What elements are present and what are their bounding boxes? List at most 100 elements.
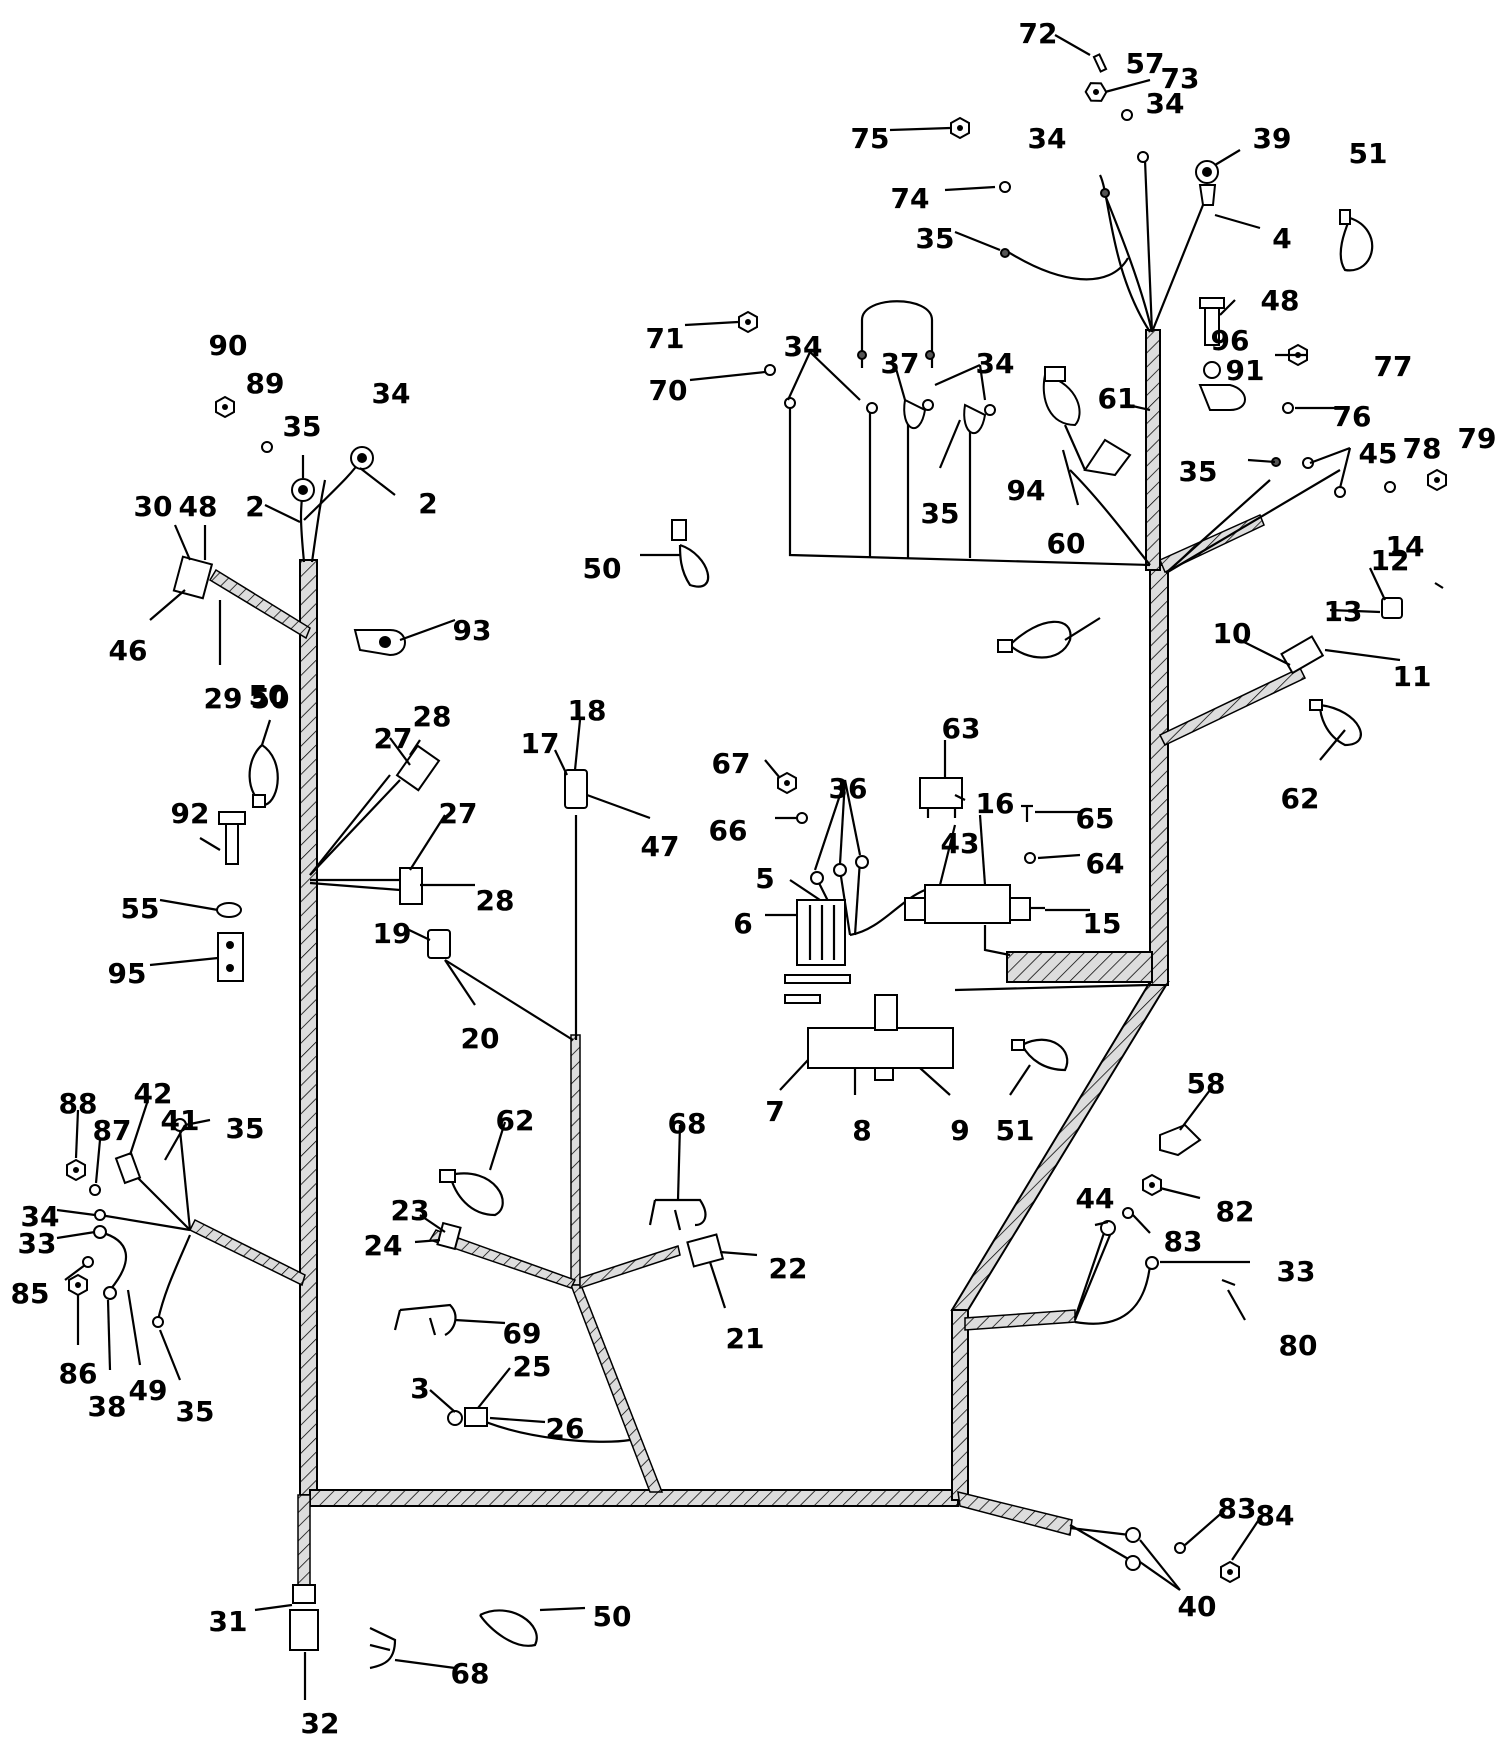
callout-68: 68 — [451, 1657, 490, 1690]
callout-22: 22 — [769, 1252, 808, 1285]
callout-34: 34 — [784, 330, 823, 363]
callout-79: 79 — [1458, 422, 1497, 455]
callout-61: 61 — [1098, 382, 1137, 415]
callout-34: 34 — [1028, 122, 1067, 155]
callout-35: 35 — [226, 1112, 265, 1145]
callout-43: 43 — [941, 827, 980, 860]
callout-10: 10 — [1213, 617, 1252, 650]
callout-34: 34 — [21, 1200, 60, 1233]
callout-32: 32 — [301, 1707, 340, 1740]
callout-17: 17 — [521, 727, 560, 760]
callout-40: 40 — [1178, 1590, 1217, 1623]
callout-41: 41 — [161, 1104, 200, 1137]
callout-18: 18 — [568, 694, 607, 727]
callout-44: 44 — [1076, 1182, 1115, 1215]
callout-4: 4 — [1272, 222, 1291, 255]
callout-77: 77 — [1374, 350, 1413, 383]
callout-86: 86 — [59, 1357, 98, 1390]
leader-lines — [56, 34, 1401, 1700]
callout-8: 8 — [852, 1114, 871, 1147]
callout-21: 21 — [726, 1322, 765, 1355]
callout-83: 83 — [1164, 1225, 1203, 1258]
callout-50: 50 — [593, 1600, 632, 1633]
callout-50: 50 — [583, 552, 622, 585]
callout-36: 36 — [829, 772, 868, 805]
callout-39: 39 — [1253, 122, 1292, 155]
callout-62: 62 — [1281, 782, 1320, 815]
callout-20: 20 — [461, 1022, 500, 1055]
callout-85: 85 — [11, 1277, 50, 1310]
parts — [66, 53, 1447, 1670]
callout-66: 66 — [709, 814, 748, 847]
callout-27: 27 — [439, 797, 478, 830]
callout-60: 60 — [1047, 527, 1086, 560]
callout-45: 45 — [1359, 437, 1398, 470]
callout-57: 57 — [1126, 47, 1165, 80]
callout-78: 78 — [1403, 432, 1442, 465]
callout-13: 13 — [1324, 595, 1363, 628]
callout-74: 74 — [891, 182, 930, 215]
callout-50: 50 — [249, 679, 288, 712]
callout-65: 65 — [1076, 802, 1115, 835]
callout-15: 15 — [1083, 907, 1122, 940]
callout-35: 35 — [283, 410, 322, 443]
callout-47: 47 — [641, 830, 680, 863]
callout-7: 7 — [765, 1095, 784, 1128]
callout-48: 48 — [1261, 284, 1300, 317]
callout-35: 35 — [176, 1395, 215, 1428]
callout-19: 19 — [373, 917, 412, 950]
callout-16: 16 — [976, 787, 1015, 820]
callout-50: 50 — [251, 682, 290, 715]
callout-91: 91 — [1226, 354, 1265, 387]
callout-23: 23 — [391, 1194, 430, 1227]
callout-71: 71 — [646, 322, 685, 355]
callout-28: 28 — [413, 700, 452, 733]
callout-64: 64 — [1086, 847, 1125, 880]
callout-46: 46 — [109, 634, 148, 667]
callout-92: 92 — [171, 797, 210, 830]
callout-49: 49 — [129, 1374, 168, 1407]
callout-38: 38 — [88, 1390, 127, 1423]
callout-33: 33 — [18, 1227, 57, 1260]
callout-9: 9 — [950, 1114, 969, 1147]
callout-27: 27 — [374, 722, 413, 755]
callout-76: 76 — [1333, 400, 1372, 433]
callout-14: 14 — [1386, 530, 1425, 563]
callout-29: 29 — [204, 682, 243, 715]
callout-2: 2 — [418, 487, 437, 520]
callout-93: 93 — [453, 614, 492, 647]
callout-55: 55 — [121, 892, 160, 925]
callout-84: 84 — [1256, 1499, 1295, 1532]
callout-33: 33 — [1277, 1255, 1316, 1288]
callout-37: 37 — [881, 347, 920, 380]
callout-69: 69 — [503, 1317, 542, 1350]
callout-48: 48 — [179, 490, 218, 523]
callout-68: 68 — [668, 1107, 707, 1140]
callout-72: 72 — [1019, 17, 1058, 50]
callout-51: 51 — [1349, 137, 1388, 170]
callout-28: 28 — [476, 884, 515, 917]
callout-24: 24 — [364, 1229, 403, 1262]
callout-35: 35 — [921, 497, 960, 530]
callout-31: 31 — [209, 1605, 248, 1638]
callout-73: 73 — [1161, 62, 1200, 95]
callout-67: 67 — [712, 747, 751, 780]
main-harness — [188, 329, 1307, 1586]
callout-30: 30 — [134, 490, 173, 523]
callout-6: 6 — [733, 907, 752, 940]
callout-35: 35 — [916, 222, 955, 255]
callout-63: 63 — [942, 712, 981, 745]
callout-51: 51 — [996, 1114, 1035, 1147]
callout-26: 26 — [546, 1412, 585, 1445]
callout-83: 83 — [1218, 1492, 1257, 1525]
callout-90: 90 — [209, 329, 248, 362]
callout-80: 80 — [1279, 1329, 1318, 1362]
callout-25: 25 — [513, 1350, 552, 1383]
callout-62: 62 — [496, 1104, 535, 1137]
callout-96: 96 — [1211, 324, 1250, 357]
callout-75: 75 — [851, 122, 890, 155]
callout-34: 34 — [372, 377, 411, 410]
callout-34: 34 — [1146, 87, 1185, 120]
